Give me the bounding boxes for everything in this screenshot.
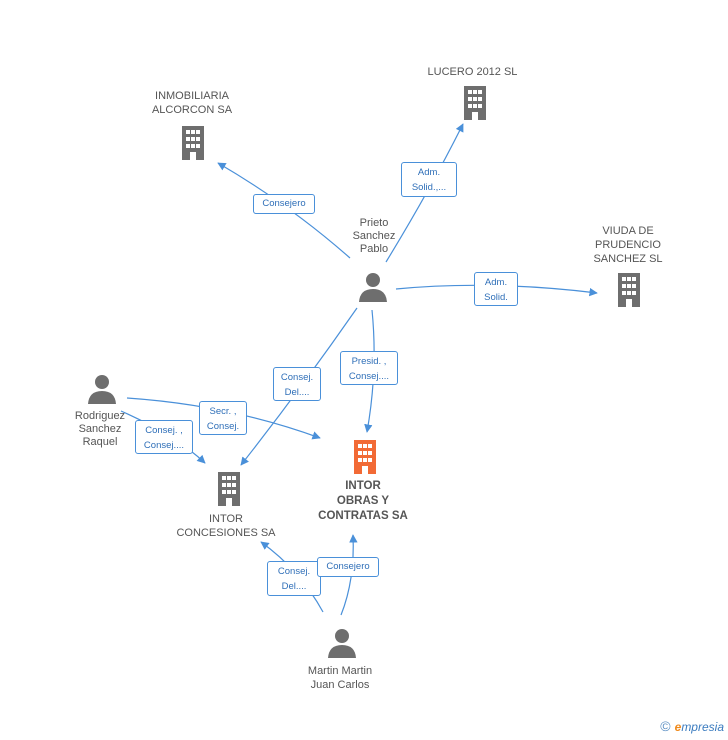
building-icon-lucero[interactable] [460, 86, 490, 125]
empresia-watermark: ©empresia [660, 718, 724, 734]
edge-label-line2: Del.... [281, 581, 307, 592]
edge-label-line1: Consej. [280, 372, 314, 383]
person-label-martin[interactable]: Martin Martin Juan Carlos [307, 665, 373, 691]
edge-label-line2: Consej.... [143, 440, 185, 451]
edge-label-line2: Consej.... [348, 371, 390, 382]
edge-label-line1: Presid. , [351, 356, 387, 367]
person-label-rodriguez[interactable]: Rodriguez Sanchez Raquel [74, 410, 126, 448]
edge-label-consej-del-martin[interactable]: Consej. Del.... [267, 561, 321, 596]
company-label-viuda[interactable]: VIUDA DE PRUDENCIO SANCHEZ SL [593, 225, 663, 265]
edge-label-adm-solid-lucero[interactable]: Adm. Solid.,... [401, 162, 457, 197]
edge-label-line2: Del.... [284, 387, 310, 398]
edge-label-line1: Consej. [277, 566, 311, 577]
person-label-prieto[interactable]: Prieto Sanchez Pablo [352, 217, 396, 255]
edge-label-line1: Adm. [484, 277, 508, 288]
building-icon-intor-obras[interactable] [350, 440, 380, 479]
edge-label-adm-solid-viuda[interactable]: Adm. Solid. [474, 272, 518, 306]
edge-label-text: Consejero [326, 561, 370, 572]
edge-label-consejero-inmobiliaria[interactable]: Consejero [253, 194, 315, 214]
building-icon-intor-concesiones[interactable] [214, 472, 244, 511]
edge-label-line1: Secr. , [209, 406, 237, 417]
edge-label-line1: Consej. , [145, 425, 183, 436]
person-icon-rodriguez[interactable] [87, 374, 117, 409]
building-icon-viuda[interactable] [614, 273, 644, 312]
edge-label-line1: Adm. [417, 167, 441, 178]
edge-label-text: Consejero [262, 198, 306, 209]
edge-label-presid-consej-intor-obras[interactable]: Presid. , Consej.... [340, 351, 398, 385]
edge-label-line2: Solid.,... [411, 182, 447, 193]
edge-label-consejero-martin[interactable]: Consejero [317, 557, 379, 577]
brand-logo-text: mpresia [681, 720, 724, 734]
company-label-lucero[interactable]: LUCERO 2012 SL [427, 66, 518, 78]
company-label-intor-concesiones[interactable]: INTOR CONCESIONES SA [176, 513, 276, 539]
edge-label-line2: Solid. [484, 292, 508, 303]
person-icon-prieto[interactable] [358, 272, 388, 307]
building-icon-inmobiliaria[interactable] [178, 126, 208, 165]
edge-martin-intor-obras [340, 534, 358, 616]
edge-label-consej-del-intor-concesiones[interactable]: Consej. Del.... [273, 367, 321, 401]
edge-label-consej-consej-intor-concesiones[interactable]: Consej. , Consej.... [135, 420, 193, 454]
company-label-inmobiliaria[interactable]: INMOBILIARIA ALCORCON SA [151, 90, 233, 116]
company-label-intor-obras[interactable]: INTOR OBRAS Y CONTRATAS SA [318, 480, 408, 522]
edge-label-secr-consej-intor-obras[interactable]: Secr. , Consej. [199, 401, 247, 435]
edge-label-line2: Consej. [206, 421, 240, 432]
brand-logo-e: e [674, 720, 682, 734]
person-icon-martin[interactable] [327, 628, 357, 663]
copyright-symbol: © [660, 718, 671, 734]
